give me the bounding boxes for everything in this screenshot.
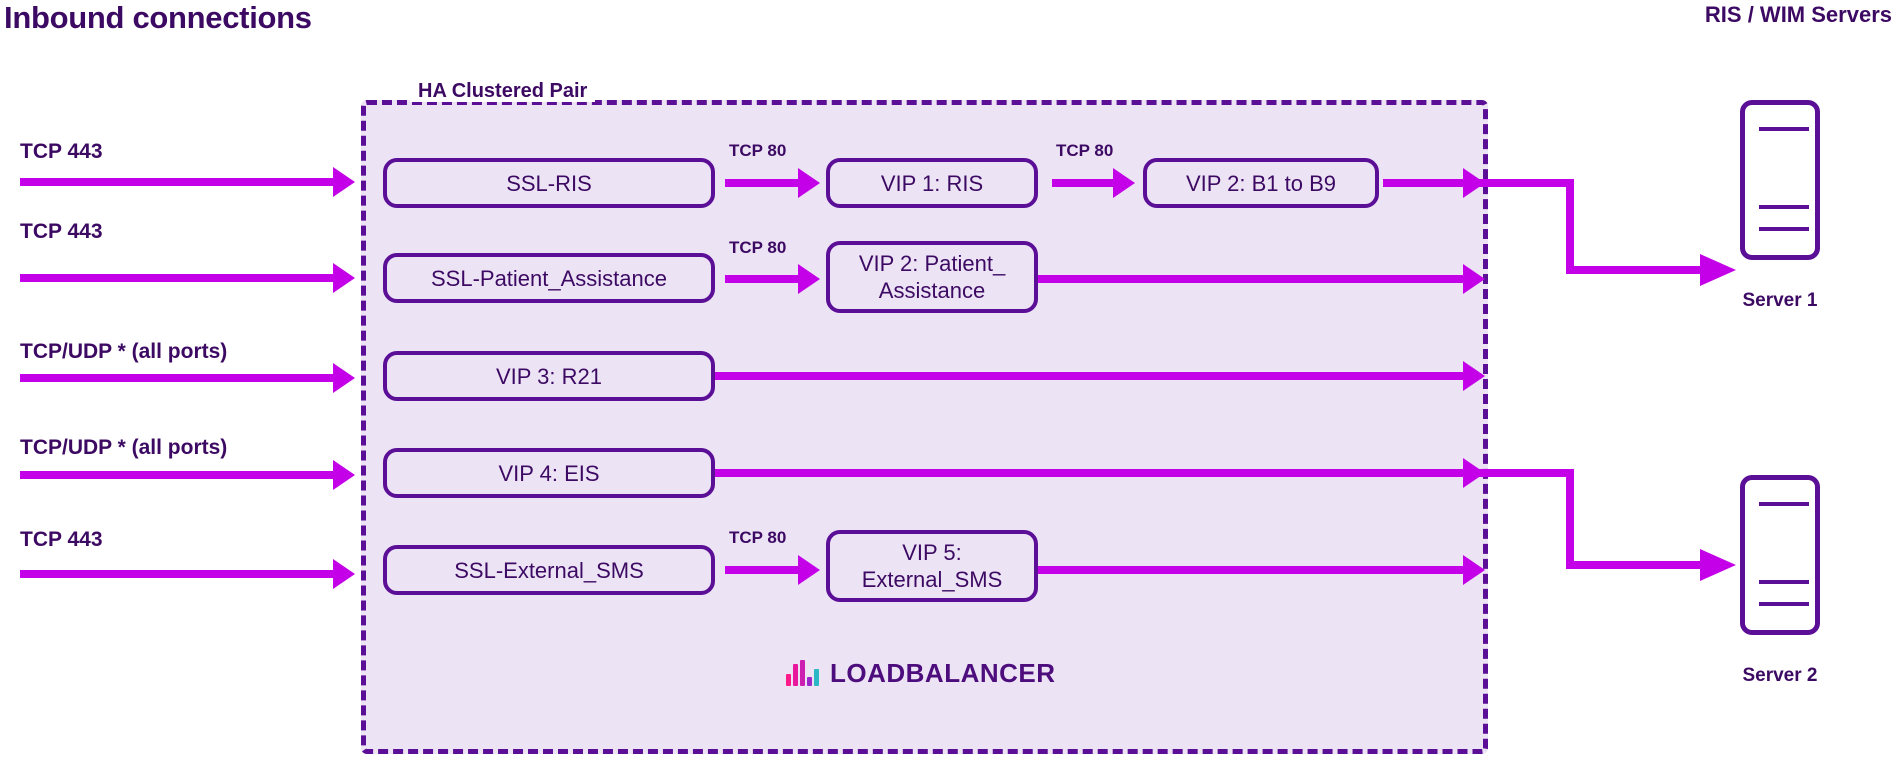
vip-box-row-3[interactable]: VIP 3: R21	[383, 351, 715, 401]
inbound-label-5: TCP 443	[20, 528, 103, 551]
tcp80-label-row-1-hop-2: TCP 80	[1056, 141, 1114, 160]
inbound-label-1: TCP 443	[20, 140, 103, 163]
vip-box-row-2[interactable]: VIP 2: Patient_Assistance	[826, 241, 1038, 313]
hop-arrow-row-2	[725, 264, 820, 294]
loadbalancer-logo: LOADBALANCER	[786, 660, 1056, 686]
ssl-box-row-1[interactable]: SSL-RIS	[383, 158, 715, 208]
inbound-label-2: TCP 443	[20, 220, 103, 243]
inbound-arrow-4	[20, 460, 355, 490]
outbound-arrow-row-3	[715, 361, 1485, 391]
page-title-inbound: Inbound connections	[4, 0, 312, 35]
tcp80-label-row-5: TCP 80	[729, 528, 787, 547]
outbound-arrow-row-5	[1038, 555, 1485, 585]
inbound-label-4: TCP/UDP * (all ports)	[20, 436, 228, 459]
server-label-2: Server 2	[1742, 665, 1818, 686]
server-icon-1	[1740, 100, 1820, 260]
inbound-arrow-5	[20, 559, 355, 589]
ssl-box-row-2[interactable]: SSL-Patient_Assistance	[383, 253, 715, 303]
inbound-arrow-1	[20, 167, 355, 197]
outbound-arrow-row-2	[1038, 264, 1485, 294]
page-title-servers: RIS / WIM Servers	[1704, 2, 1892, 27]
loadbalancer-bars-icon	[786, 660, 819, 686]
ha-clustered-pair-container	[361, 100, 1488, 754]
vip-box-row-1[interactable]: VIP 1: RIS	[826, 158, 1038, 208]
ssl-box-row-5[interactable]: SSL-External_SMS	[383, 545, 715, 595]
loadbalancer-wordmark: LOADBALANCER	[830, 658, 1056, 688]
vip2-box-row-1[interactable]: VIP 2: B1 to B9	[1143, 158, 1379, 208]
inbound-label-3: TCP/UDP * (all ports)	[20, 340, 228, 363]
hop-arrow-row-1-b	[1052, 168, 1135, 198]
server-icon-2	[1740, 475, 1820, 635]
tcp80-label-row-1-hop-1: TCP 80	[729, 141, 787, 160]
tcp80-label-row-2: TCP 80	[729, 238, 787, 257]
inbound-arrow-3	[20, 363, 355, 393]
hop-arrow-row-5	[725, 555, 820, 585]
outbound-arrow-row-1	[1383, 168, 1485, 198]
ha-clustered-pair-label: HA Clustered Pair	[410, 80, 596, 102]
hop-arrow-row-1-a	[725, 168, 820, 198]
inbound-arrow-2	[20, 263, 355, 293]
vip-box-row-5[interactable]: VIP 5:External_SMS	[826, 530, 1038, 602]
server-label-1: Server 1	[1742, 290, 1818, 311]
vip-box-row-4[interactable]: VIP 4: EIS	[383, 448, 715, 498]
outbound-arrow-row-4	[715, 458, 1485, 488]
